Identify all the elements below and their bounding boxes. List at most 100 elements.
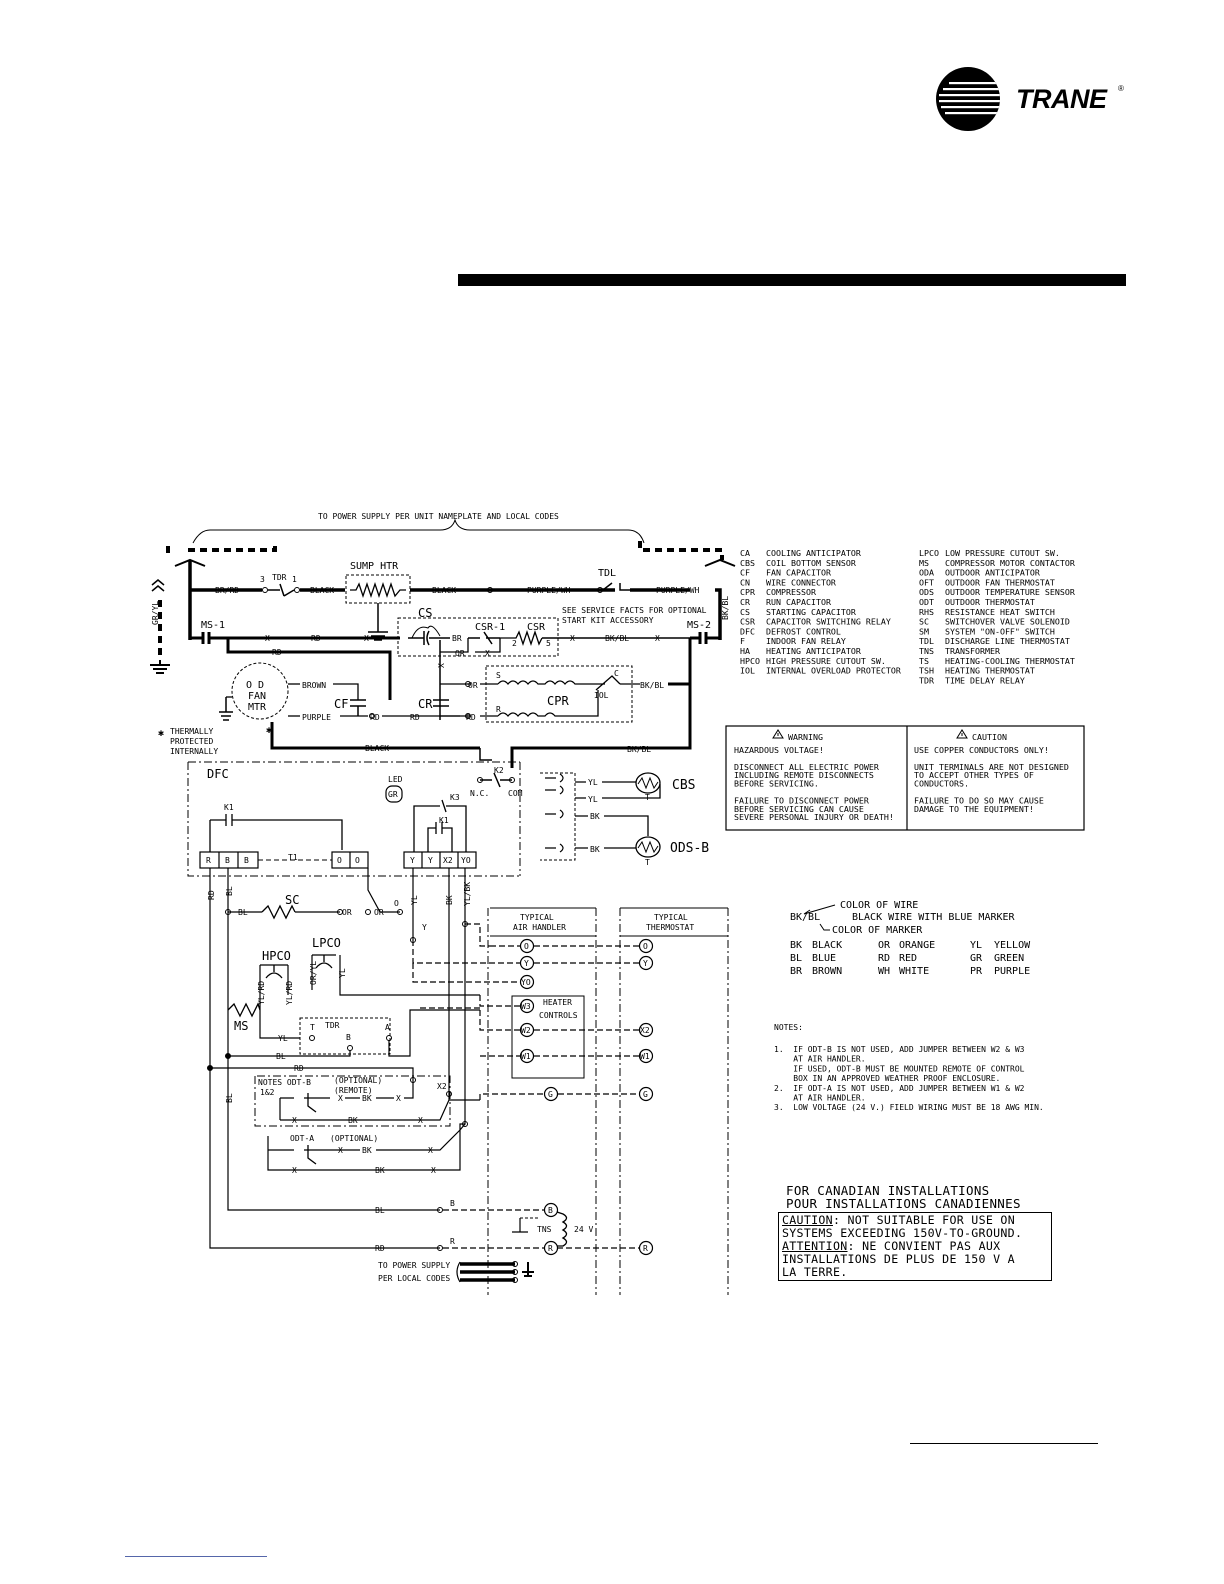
wire-o: O [394,899,399,908]
color-name: RED [899,953,917,964]
legend-desc: WIRE CONNECTOR [766,577,836,587]
legend-desc: INTERNAL OVERLOAD PROTECTOR [766,666,901,676]
legend-abbr: TNS [919,646,934,656]
legend-desc: OUTDOOR ANTICIPATOR [945,568,1040,578]
wire-rd-3: RD [370,713,380,722]
csr-terminal-5: 5 [546,639,551,648]
gr-yl-label: GR/YL [151,601,160,625]
legend-desc: HIGH PRESSURE CUTOUT SW. [766,656,886,666]
legend-abbr: TSH [919,666,934,676]
color-name: BROWN [812,966,842,977]
wire-yl-lpco: YL [338,968,347,978]
color-name: ORANGE [899,940,935,951]
odta-x4: X [431,1166,436,1175]
color-code: BR [790,966,803,977]
tdr-pin-a: A [385,1023,390,1032]
wire-purple: PURPLE [302,713,331,722]
note-line: 2. IF ODT-A IS NOT USED, ADD JUMPER BETW… [774,1084,1025,1093]
legend-abbr: DFC [740,626,755,636]
wire-x-4: X [655,634,660,643]
color-name: WHITE [899,966,929,977]
legend-abbr: ODT [919,597,934,607]
note-line: BOX IN AN APPROVED WEATHER PROOF ENCLOSU… [774,1074,1000,1083]
tns-label: TNS [537,1225,552,1234]
legend-desc: DISCHARGE LINE THERMOSTAT [945,636,1070,646]
ah-term-o: O [524,942,529,951]
legend-abbr: CSR [740,617,755,627]
ah-term-w2: W2 [521,1026,531,1035]
wire-rd-notes: RD [294,1064,304,1073]
tns-r-pin: R [450,1237,455,1246]
ods-b-label: ODS-B [670,841,709,856]
wire-yl-rd-1: YL/RD [257,981,266,1005]
wire-black-3: BLACK [365,744,389,753]
legend-desc: HEATING-COOLING THERMOSTAT [945,656,1075,666]
legend-abbr: CN [740,577,750,587]
k1-label-left: K1 [224,803,234,812]
thermal-note-2: PROTECTED [170,737,214,746]
legend-abbr: MS [919,558,929,568]
legend-desc: RESISTANCE HEAT SWITCH [945,607,1055,617]
wire-bk-bl-vertical: BK/BL [721,596,730,620]
legend-abbr: ODA [919,568,934,578]
wire-rd-2: RD [272,648,282,657]
header-rule [458,274,1126,286]
color-name: GREEN [994,953,1024,964]
th-term-g: G [643,1090,648,1099]
wire-purple-wh-2: PURPLE/WH [656,586,700,595]
wire-br-rd: BR/RD [215,586,239,595]
color-code: BK [790,940,802,951]
warning-line: DISCONNECT ALL ELECTRIC POWER [734,762,879,772]
tdr-label: TDR [272,573,287,582]
dfc-pin-r: R [206,856,211,865]
wire-brown: BROWN [302,681,326,690]
cbs-wire-yl-1: YL [588,778,598,787]
hpco-label: HPCO [262,949,291,963]
odta-x1: X [338,1146,343,1155]
th-term-o: O [643,942,648,951]
footer-rule-left [125,1556,267,1557]
caution-text-2: SYSTEMS EXCEEDING 150V-TO-GROUND. [782,1226,1023,1240]
wire-rd-dfc: RD [207,890,216,900]
wire-or-1: OR [455,649,465,658]
dfc-pin-y1: Y [410,856,415,865]
led-gr: GR [388,790,398,799]
dfc-label: DFC [207,767,229,781]
tns-b-circle: B [548,1206,553,1215]
color-name: YELLOW [994,940,1031,951]
thermal-note-3: INTERNALLY [170,747,218,756]
k2-label: K2 [494,766,504,775]
ms2-label: MS-2 [687,620,711,631]
attention-text: : NE CONVIENT PAS AUX [847,1239,1001,1253]
wire-yl-rd-2: YL/RD [285,981,294,1005]
csr-terminal-2: 2 [512,639,517,648]
dfc-pin-o1: O [337,856,342,865]
canadian-line-1: FOR CANADIAN INSTALLATIONS [786,1183,990,1198]
legend-desc: STARTING CAPACITOR [766,607,856,617]
dfc-pin-b2: B [244,856,249,865]
legend-desc: LOW PRESSURE CUTOUT SW. [945,548,1060,558]
note-line: AT AIR HANDLER. [774,1055,866,1064]
wire-black-2: BLACK [432,586,456,595]
thermostat-title-1: TYPICAL [654,913,688,922]
legend-abbr: CS [740,607,750,617]
odtb-bk1: BK [362,1094,372,1103]
cr-label: CR [418,697,433,711]
note-line: AT AIR HANDLER. [774,1094,866,1103]
color-code: GR [970,953,983,964]
cpr-label: CPR [547,694,569,708]
notes-list: 1. IF ODT-B IS NOT USED, ADD JUMPER BETW… [774,1045,1044,1112]
odta-x2: X [428,1146,433,1155]
wire-x-6: X [437,663,446,668]
ah-term-y: Y [524,959,529,968]
key-color-of-wire: COLOR OF WIRE [840,900,918,911]
wire-or-2: OR [468,681,478,690]
ods-wire-bk-2: BK [590,845,600,854]
legend-abbr: CA [740,548,750,558]
th-term-r: R [643,1244,648,1253]
tdr-terminal-3: 3 [260,575,265,584]
warning-line: HAZARDOUS VOLTAGE! [734,745,824,755]
legend-desc: DEFROST CONTROL [766,626,841,636]
